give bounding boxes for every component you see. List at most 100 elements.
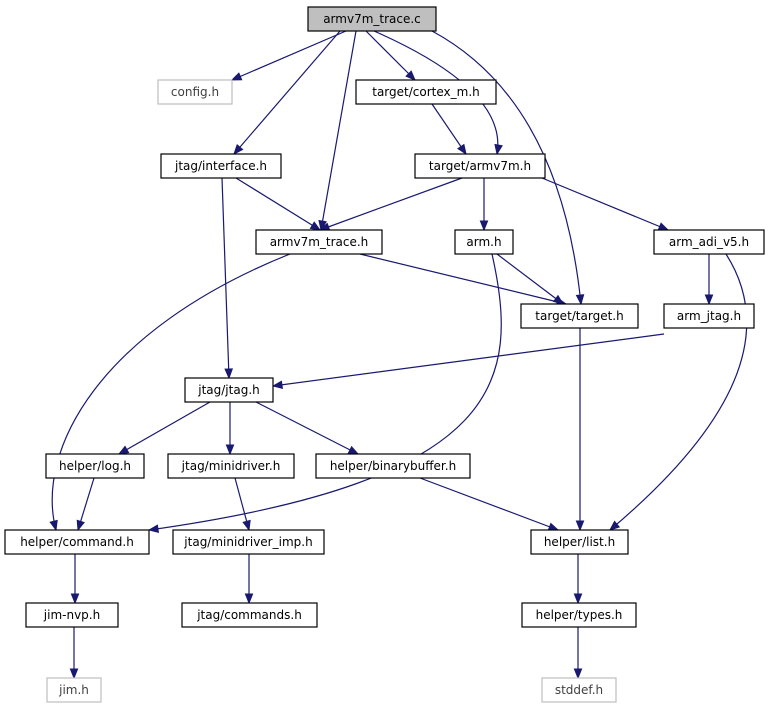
node-box[interactable] (172, 529, 325, 555)
edges-layer (49, 30, 748, 680)
node-box[interactable] (167, 453, 295, 479)
node-box[interactable] (307, 6, 437, 32)
edge-line (496, 253, 564, 305)
arrowhead-icon (552, 294, 565, 305)
node-box[interactable] (255, 229, 383, 255)
node-label: arm_adi_v5.h (669, 235, 749, 249)
node-box[interactable] (315, 453, 471, 479)
edge-types-to-stddef (573, 627, 583, 680)
node-target[interactable]: target/target.h (520, 303, 639, 329)
edge-root-to-interface (233, 30, 341, 156)
edge-interface-to-jtag (221, 177, 234, 380)
arrowhead-icon (233, 143, 244, 156)
node-label: arm.h (466, 235, 501, 249)
arrowhead-icon (573, 593, 583, 605)
edge-armv7m-to-arm (479, 178, 489, 232)
node-box[interactable] (521, 602, 637, 628)
node-interface[interactable]: jtag/interface.h (160, 153, 282, 179)
edge-line (320, 30, 357, 231)
node-label: helper/list.h (544, 535, 615, 549)
arrowhead-icon (575, 520, 585, 532)
node-minidriver[interactable]: jtag/minidriver.h (167, 453, 295, 479)
edge-line (431, 30, 582, 305)
node-list[interactable]: helper/list.h (530, 529, 629, 555)
edge-arm-to-target (496, 253, 565, 305)
edge-line (221, 177, 230, 379)
arrowhead-icon (271, 380, 283, 390)
edge-line (419, 477, 559, 531)
node-armv7m_trace[interactable]: armv7m_trace.h (255, 229, 383, 255)
node-config[interactable]: config.h (157, 79, 233, 105)
edge-jtag-to-minidriver (225, 402, 235, 456)
node-box[interactable] (46, 677, 102, 703)
node-box[interactable] (181, 602, 318, 628)
node-box[interactable] (454, 229, 514, 255)
node-box[interactable] (541, 677, 617, 703)
edge-line (359, 253, 567, 305)
edge-line (255, 401, 359, 455)
node-label: jtag/interface.h (174, 159, 267, 173)
node-log[interactable]: helper/log.h (45, 453, 145, 479)
node-box[interactable] (157, 79, 233, 105)
arrowhead-icon (242, 519, 251, 532)
arrowhead-icon (225, 444, 235, 456)
edge-arm_jtag-to-jtag (271, 333, 665, 390)
node-minidriver_imp[interactable]: jtag/minidriver_imp.h (172, 529, 325, 555)
node-box[interactable] (653, 229, 765, 255)
node-label: armv7m_trace.c (323, 12, 421, 26)
edge-binarybuffer-to-list (419, 477, 560, 531)
node-label: helper/command.h (20, 535, 134, 549)
node-root[interactable]: armv7m_trace.c (307, 6, 437, 32)
node-box[interactable] (25, 602, 119, 628)
node-box[interactable] (4, 529, 150, 555)
node-label: jim.h (58, 683, 89, 697)
edge-line (431, 103, 467, 155)
edge-arm-to-command (147, 253, 502, 533)
node-box[interactable] (45, 453, 145, 479)
node-cortex_m[interactable]: target/cortex_m.h (355, 79, 497, 105)
node-box[interactable] (355, 79, 497, 105)
node-arm[interactable]: arm.h (454, 229, 514, 255)
node-label: arm_jtag.h (677, 309, 741, 323)
node-binarybuffer[interactable]: helper/binarybuffer.h (315, 453, 471, 479)
node-label: helper/binarybuffer.h (330, 459, 456, 473)
node-box[interactable] (414, 153, 546, 179)
edge-line (118, 401, 211, 455)
node-label: target/armv7m.h (429, 159, 531, 173)
node-jim[interactable]: jim.h (46, 677, 102, 703)
node-stddef[interactable]: stddef.h (541, 677, 617, 703)
edge-line (148, 253, 502, 531)
node-armv7m[interactable]: target/armv7m.h (414, 153, 546, 179)
arrowhead-icon (318, 219, 327, 232)
edge-jimnvp-to-jim (69, 627, 79, 680)
edge-minidriver-to-minidriver_imp (234, 477, 251, 532)
node-commands[interactable]: jtag/commands.h (181, 602, 318, 628)
arrowhead-icon (309, 221, 322, 231)
node-jimnvp[interactable]: jim-nvp.h (25, 602, 119, 628)
node-box[interactable] (663, 303, 755, 329)
node-box[interactable] (160, 153, 282, 179)
node-arm_jtag[interactable]: arm_jtag.h (663, 303, 755, 329)
nodes-layer: armv7m_trace.c config.h target/cortex_m.hj… (4, 6, 765, 703)
edge-cortex_m-to-armv7m (431, 103, 467, 156)
node-label: jtag/minidriver.h (181, 459, 281, 473)
node-jtag[interactable]: jtag/jtag.h (184, 377, 274, 403)
node-box[interactable] (530, 529, 629, 555)
node-types[interactable]: helper/types.h (521, 602, 637, 628)
node-label: target/cortex_m.h (372, 85, 480, 99)
node-box[interactable] (520, 303, 639, 329)
arrowhead-icon (575, 294, 585, 306)
edge-armv7m-to-armv7m_trace (318, 177, 463, 231)
edge-line (231, 30, 347, 81)
edge-line (609, 253, 748, 531)
arrowhead-icon (347, 445, 360, 455)
node-label: target/target.h (535, 309, 623, 323)
edge-list-to-types (573, 554, 583, 605)
node-box[interactable] (184, 377, 274, 403)
arrowhead-icon (117, 445, 130, 455)
node-command[interactable]: helper/command.h (4, 529, 150, 555)
node-arm_adi[interactable]: arm_adi_v5.h (653, 229, 765, 255)
arrowhead-icon (244, 593, 254, 605)
edge-log-to-command (76, 477, 95, 532)
